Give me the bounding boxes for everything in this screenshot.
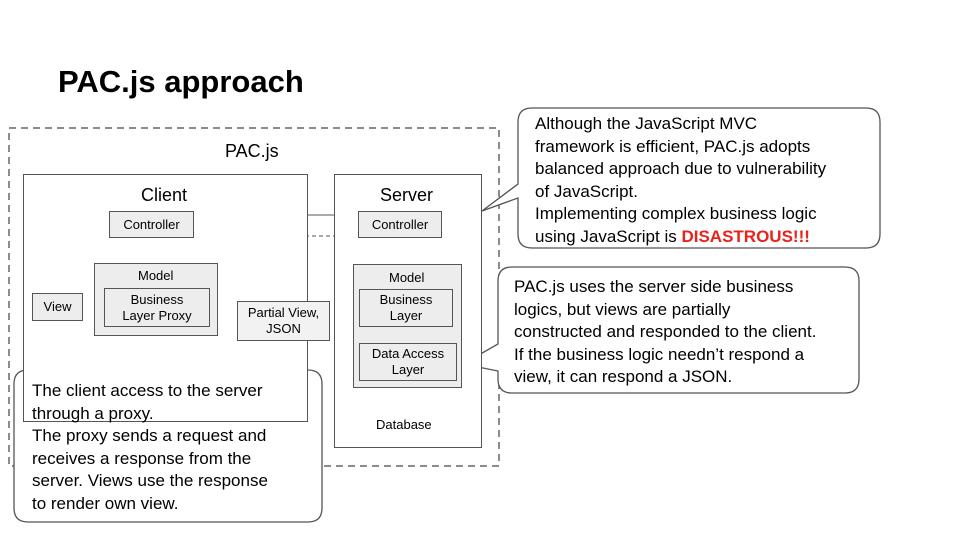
page-title: PAC.js approach — [58, 64, 304, 99]
callout-mid-right-bubble — [461, 266, 860, 394]
database-label: Database — [376, 417, 432, 432]
business-layer-proxy-box: Business Layer Proxy — [104, 288, 210, 327]
view-label: View — [43, 299, 72, 314]
callout-tr-line: framework is efficient, PAC.js adopts — [535, 136, 811, 156]
callout-tr-line: balanced approach due to vulnerability — [535, 159, 827, 178]
pacjs-label: PAC.js — [225, 141, 279, 161]
view-box: View — [32, 293, 83, 321]
callout-bl-line: The proxy sends a request and — [32, 426, 267, 445]
business-label-line2: Layer — [389, 308, 423, 323]
callout-mr-line: If the business logic needn’t respond a — [514, 344, 805, 364]
data-access-layer-box: Data Access Layer — [359, 343, 457, 381]
callout-bl-line: receives a response from the — [32, 448, 252, 468]
callout-tr-last-prefix: using JavaScript is — [535, 226, 682, 246]
callout-bl-line: to render own view. — [32, 493, 179, 513]
partial-label-line2: JSON — [266, 321, 301, 336]
disastrous-emphasis: DISASTROUS!!! — [681, 226, 810, 246]
callout-mr-line: constructed and responded to the client. — [514, 322, 817, 341]
server-controller-box: Controller — [358, 211, 442, 238]
callout-bl-line: server. Views use the response — [32, 471, 268, 490]
callout-tr-line: of JavaScript. — [535, 181, 638, 201]
callout-mr-line: PAC.js uses the server side business — [514, 277, 794, 296]
client-controller-box: Controller — [109, 211, 194, 238]
business-layer-box: Business Layer — [359, 289, 453, 327]
server-controller-label: Controller — [371, 216, 429, 232]
callout-mr-line: logics, but views are partially — [514, 299, 731, 319]
callout-top-right-bubble — [481, 107, 881, 249]
callout-tr-line: Although the JavaScript MVC — [535, 114, 758, 133]
callout-bl-line: The client access to the server — [32, 381, 263, 400]
callout-mid-right-text: PAC.js uses the server side business log… — [514, 276, 816, 389]
proxy-label-line1: Business — [130, 291, 184, 307]
server-model-label: Model — [389, 270, 425, 285]
client-label: Client — [141, 185, 188, 205]
callout-bl-line: through a proxy. — [32, 403, 154, 423]
callout-mr-line: view, it can respond a JSON. — [514, 367, 733, 386]
proxy-label-line2: Layer Proxy — [122, 307, 192, 323]
dal-label-line2: Layer — [391, 362, 425, 377]
client-model-label: Model — [138, 268, 174, 283]
callout-tr-last-line: using JavaScript is DISASTROUS!!! — [535, 226, 826, 249]
client-controller-label: Controller — [123, 216, 180, 232]
callout-bottom-left-text: The client access to the server through … — [32, 380, 268, 515]
partial-label-line1: Partial View, — [247, 305, 320, 320]
dal-label-line1: Data Access — [371, 346, 445, 361]
callout-tr-line: Implementing complex business logic — [535, 204, 817, 223]
business-label-line1: Business — [379, 292, 433, 307]
partial-view-json-box: Partial View, JSON — [237, 301, 330, 341]
callout-top-right-text: Although the JavaScript MVC framework is… — [535, 113, 826, 248]
server-label: Server — [380, 185, 434, 205]
